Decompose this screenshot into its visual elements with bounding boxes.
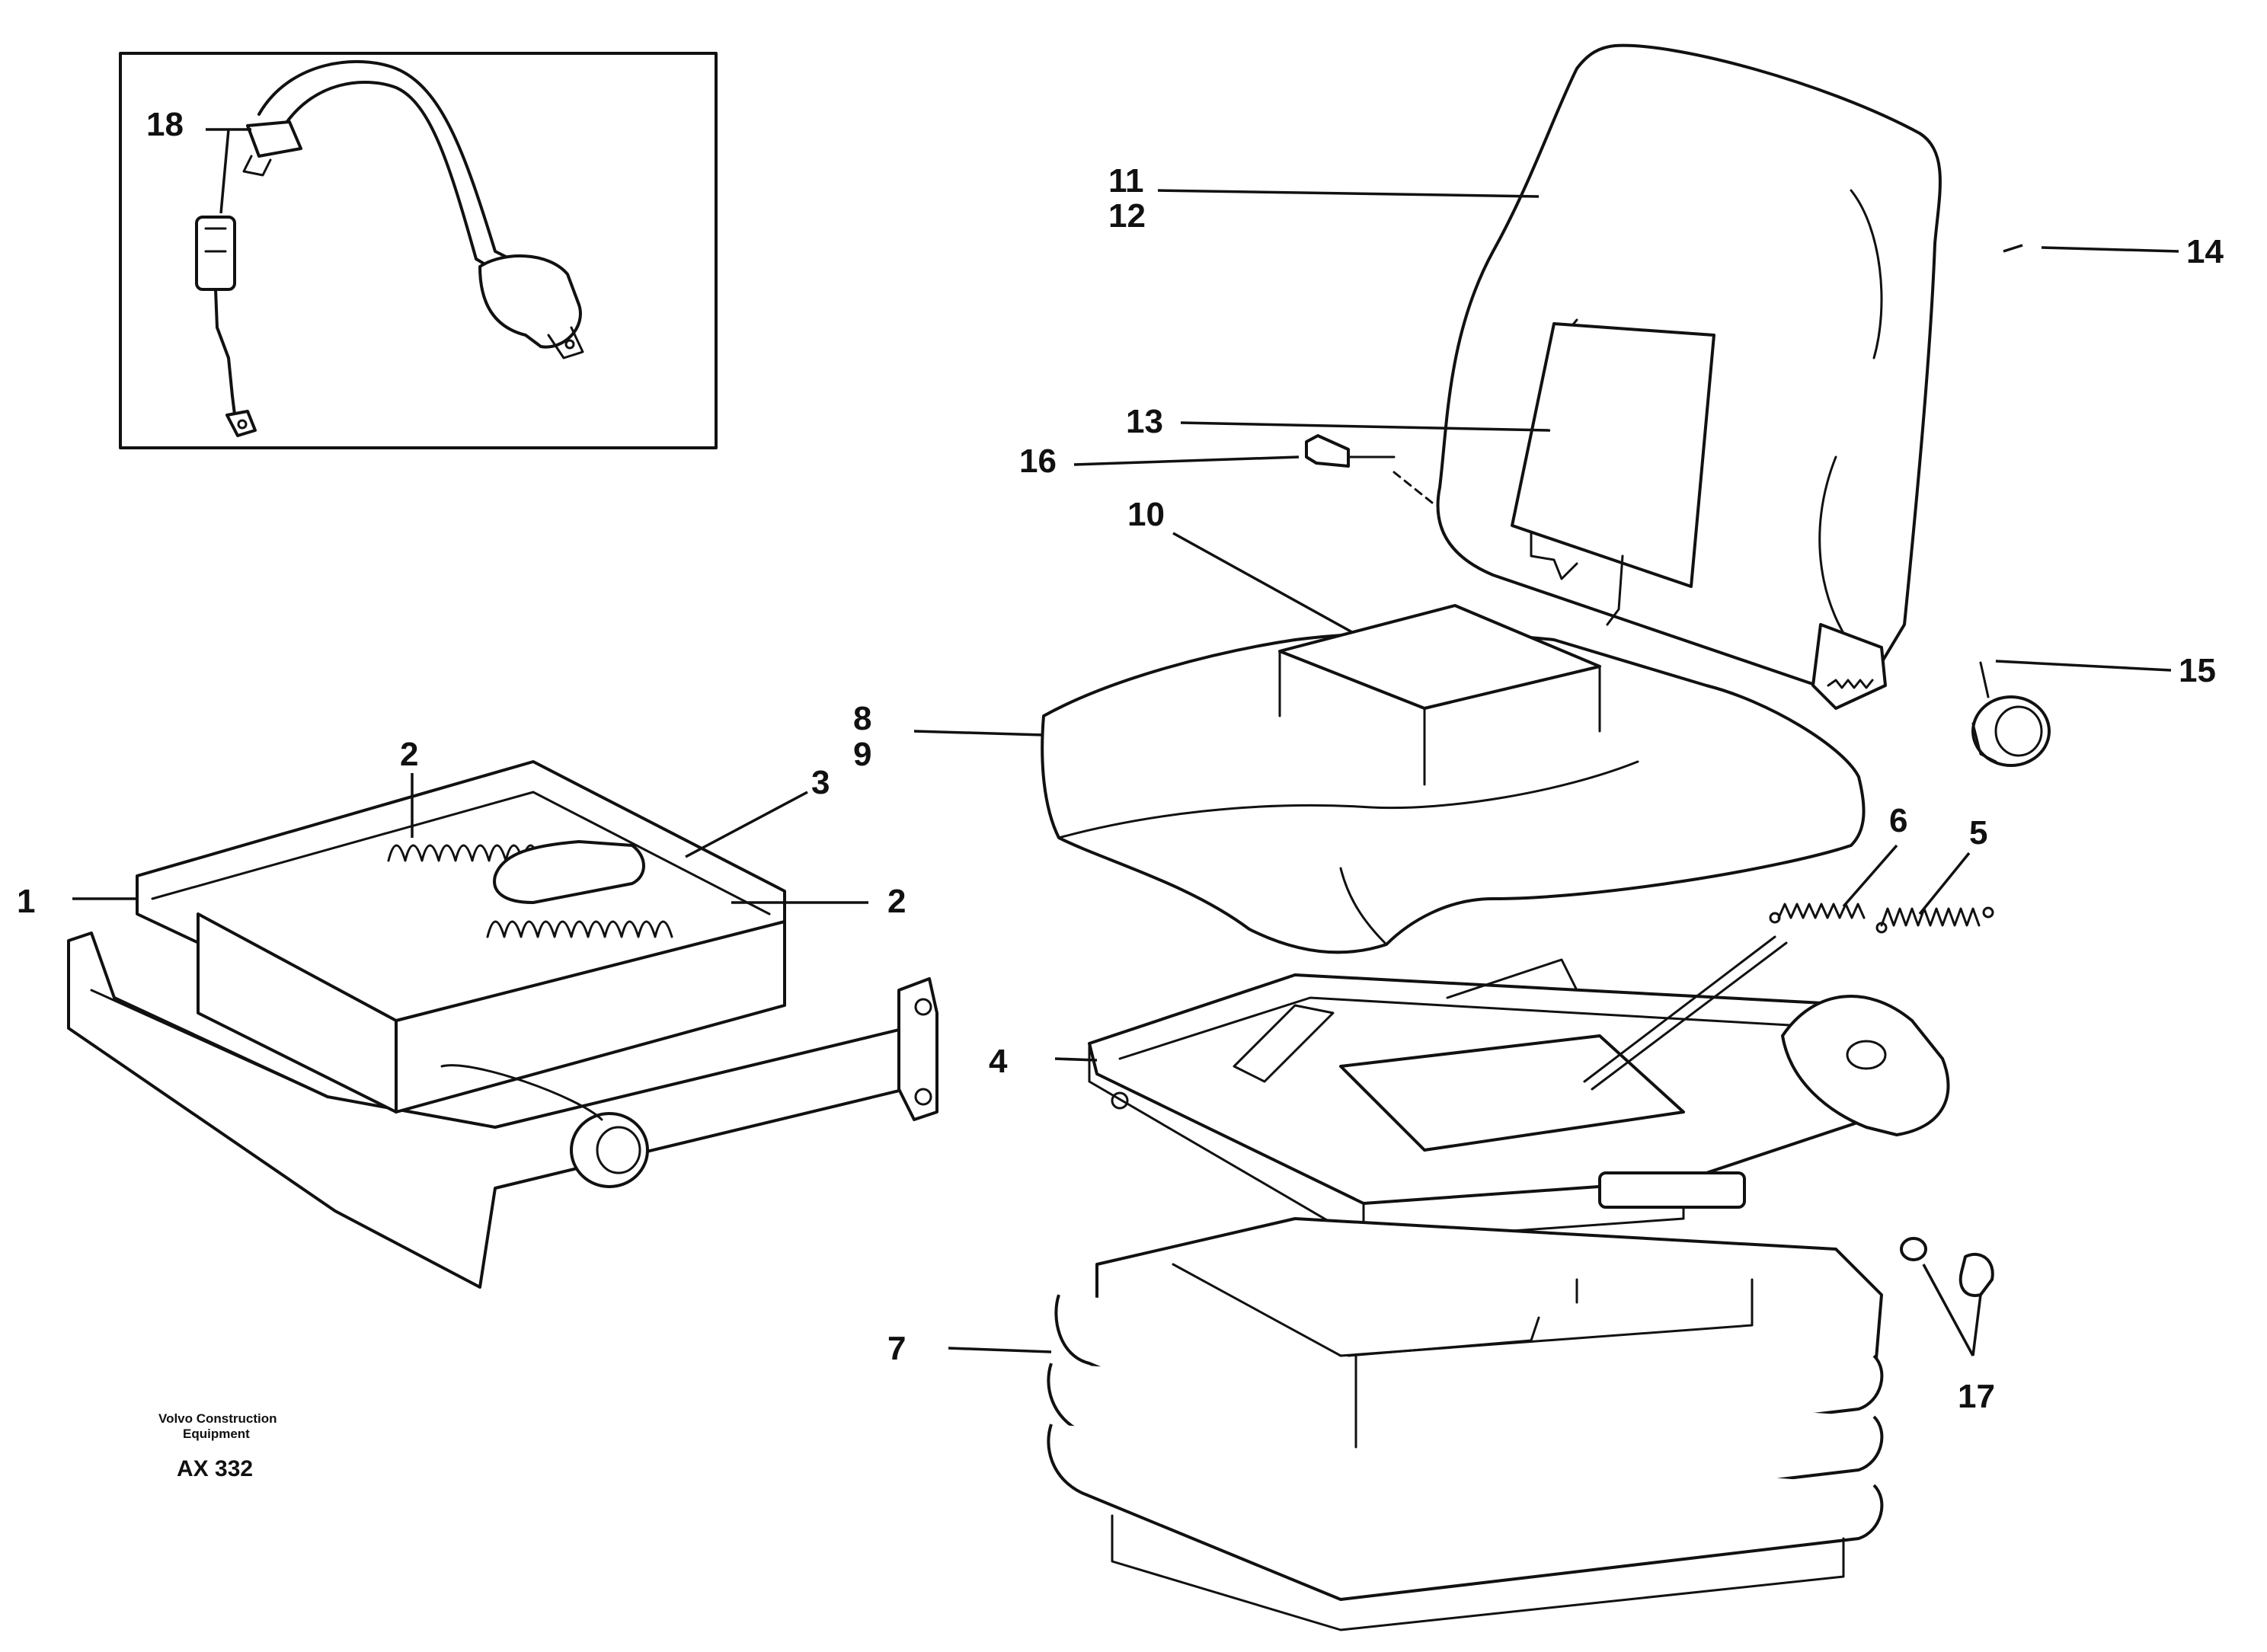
caption: Volvo Construction Equipment AX 332 (158, 1411, 277, 1481)
callout-6: 6 (1889, 802, 1907, 839)
caption-company-line2: Equipment (183, 1427, 250, 1441)
latch (1598, 1171, 1746, 1209)
spring-2-lower (486, 920, 673, 938)
fasteners-17 (1900, 1237, 1994, 1297)
spring-5 (1880, 907, 1981, 927)
seat-cushion (1041, 604, 1866, 954)
damper-3 (493, 840, 645, 904)
callout-2-right: 2 (887, 883, 906, 920)
seat-belt-inset (119, 52, 718, 449)
callout-3: 3 (811, 764, 830, 801)
callout-4: 4 (989, 1043, 1008, 1080)
callout-8: 8 (853, 700, 871, 737)
callout-labels: 1 2 3 2 4 5 6 7 8 9 10 11 12 13 14 15 16… (17, 106, 2224, 1415)
callout-18: 18 (146, 106, 184, 143)
slide-knob (570, 1112, 649, 1188)
adjust-knob-15 (1971, 661, 2051, 767)
buckle-cable (214, 288, 238, 428)
callout-14: 14 (2186, 233, 2224, 270)
lever-handle (1781, 995, 1950, 1136)
slide-mechanism (67, 760, 938, 1289)
lumbar-pad (1511, 322, 1715, 588)
callout-11: 11 (1108, 162, 1144, 200)
screw-16 (1305, 434, 1350, 468)
callout-1: 1 (17, 883, 35, 920)
callout-10: 10 (1127, 496, 1165, 533)
inset-frame (119, 52, 718, 449)
belt-strap (257, 59, 527, 272)
callout-5: 5 (1969, 814, 1987, 852)
spring-6 (1777, 903, 1866, 919)
caption-company: Volvo Construction (158, 1411, 277, 1426)
callout-17: 17 (1958, 1378, 1995, 1415)
callout-15: 15 (2179, 652, 2216, 689)
callout-7: 7 (887, 1330, 906, 1367)
caption-code: AX 332 (177, 1456, 253, 1481)
tension-springs (1769, 903, 1994, 934)
callout-2-top: 2 (400, 736, 418, 773)
bellows (1047, 1217, 1884, 1631)
callout-13: 13 (1126, 403, 1163, 440)
suspension-frame (1088, 935, 1950, 1243)
callout-9: 9 (853, 736, 871, 773)
leader-lines (72, 128, 2179, 1356)
belt-tongue (246, 120, 302, 158)
callout-16: 16 (1019, 443, 1057, 480)
belt-retractor (478, 254, 582, 349)
callout-12: 12 (1108, 197, 1146, 235)
